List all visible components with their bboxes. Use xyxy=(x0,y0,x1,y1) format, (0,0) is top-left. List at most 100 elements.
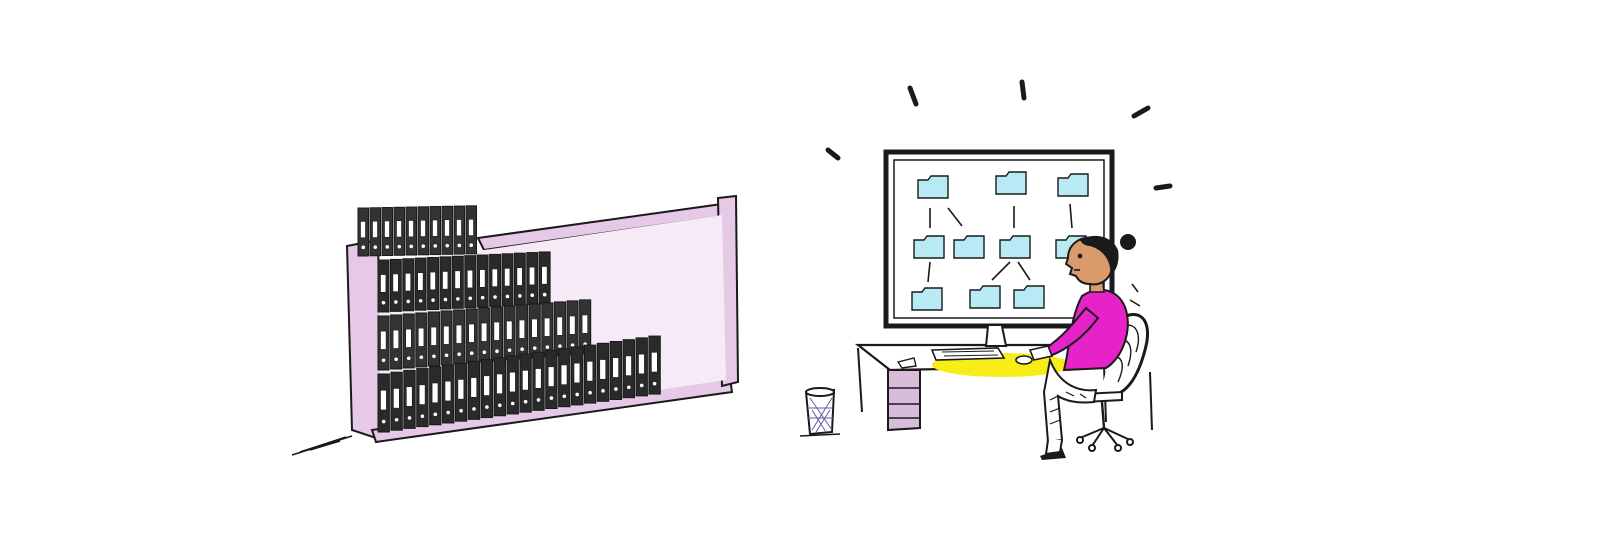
binder-label xyxy=(493,321,500,341)
shelf-left-panel xyxy=(345,238,384,442)
binder-ring-hole xyxy=(468,296,473,301)
binder-ring-hole xyxy=(443,297,448,302)
folder-icon xyxy=(1057,173,1089,197)
binder-label xyxy=(528,266,535,286)
binder-label xyxy=(418,384,426,405)
binder-label xyxy=(380,274,387,293)
person-hand xyxy=(1028,345,1054,361)
chair-base xyxy=(1076,426,1134,452)
binder-ring-hole xyxy=(433,244,438,248)
folder-tree-connectors xyxy=(927,203,1073,283)
drawer-lines xyxy=(888,387,920,419)
binder-ring-hole xyxy=(432,354,436,359)
folder-icon xyxy=(913,235,945,259)
desk-drawer-unit xyxy=(887,369,921,432)
binder-label xyxy=(380,389,387,411)
binder-label xyxy=(556,316,563,336)
binder-ring-hole xyxy=(394,417,399,422)
chair-post xyxy=(1100,401,1106,429)
binder-label xyxy=(518,319,525,339)
mouse xyxy=(1015,355,1033,365)
binder-ring-hole xyxy=(444,353,449,358)
binder-label xyxy=(360,221,366,239)
binder-ring-hole xyxy=(570,343,575,347)
binder-ring-hole xyxy=(485,405,489,409)
monitor xyxy=(825,79,1173,347)
binder-ring-hole xyxy=(361,245,366,250)
binder-label xyxy=(432,219,438,237)
binder-ring-hole xyxy=(381,419,386,424)
binder-ring-hole xyxy=(409,244,414,249)
bookshelf xyxy=(291,194,740,456)
binder-ring-hole xyxy=(627,385,631,390)
binder-ring-hole xyxy=(510,401,515,406)
binder-ring-hole xyxy=(493,295,497,299)
binder-ring-hole xyxy=(549,396,554,400)
binder-label xyxy=(454,270,461,289)
binder-ring-hole xyxy=(614,387,618,391)
person xyxy=(1028,234,1141,460)
binder-ring-hole xyxy=(394,357,398,362)
folder-icon xyxy=(969,285,1001,309)
person-legs xyxy=(1042,356,1098,444)
monitor-stand xyxy=(984,325,1008,347)
binder-ring-hole xyxy=(480,295,485,300)
binder-label xyxy=(372,220,378,238)
binder-ring-hole xyxy=(652,381,657,386)
binder-ring-hole xyxy=(472,407,476,411)
binder-label xyxy=(392,273,399,292)
binder-ring-hole xyxy=(459,408,463,413)
binder-label xyxy=(408,220,414,238)
binder-ring-hole xyxy=(381,300,386,305)
binder-label xyxy=(586,361,594,382)
binder-label xyxy=(491,268,498,287)
binder-ring-hole xyxy=(433,412,438,417)
binder-ring-hole xyxy=(545,345,550,349)
folder-icon xyxy=(995,171,1027,195)
binder-ring-hole xyxy=(639,383,644,388)
waste-bin-rim xyxy=(805,387,835,397)
desk-paper xyxy=(896,357,917,369)
binder-label xyxy=(541,266,548,285)
binder-label xyxy=(470,377,477,398)
binder-label xyxy=(417,272,424,291)
binder-label xyxy=(384,220,390,238)
binder-label xyxy=(612,357,619,378)
person-shin xyxy=(1044,439,1063,456)
binder-ring-hole xyxy=(421,244,426,248)
person-hair xyxy=(1080,235,1119,276)
binder-label xyxy=(638,353,645,375)
binder-ring-hole xyxy=(532,346,537,350)
binder-label xyxy=(431,382,439,404)
person-hair-bun xyxy=(1120,234,1136,250)
binder-ring-hole xyxy=(406,356,411,361)
binder-ring-hole xyxy=(397,244,402,249)
binder-label xyxy=(444,380,452,402)
binder-ring-hole xyxy=(558,344,562,348)
desk-left-leg xyxy=(857,347,863,413)
binder-label xyxy=(455,324,463,344)
binder-label xyxy=(509,371,516,393)
waste-bin-mesh xyxy=(808,397,834,433)
binder-ring-hole xyxy=(385,245,390,249)
binder-label xyxy=(457,379,465,400)
person-motion-marks xyxy=(1129,283,1141,307)
binder-label xyxy=(429,271,436,291)
binder-label xyxy=(479,269,486,288)
binder-ring-hole xyxy=(420,414,425,418)
binder-ring-hole xyxy=(562,394,567,399)
binder-label xyxy=(380,330,387,350)
binder-ring-hole xyxy=(456,297,460,301)
binder-ring-hole xyxy=(542,292,547,297)
binder-ring-hole xyxy=(394,300,398,304)
attention-lines xyxy=(825,79,1173,191)
binder-label xyxy=(468,323,475,343)
folder-icon xyxy=(1013,285,1045,309)
binder-label xyxy=(496,373,503,395)
folder-icon xyxy=(999,235,1031,259)
binder-ring-hole xyxy=(419,355,424,360)
binder-label xyxy=(560,364,568,385)
folder-icon xyxy=(911,287,943,311)
